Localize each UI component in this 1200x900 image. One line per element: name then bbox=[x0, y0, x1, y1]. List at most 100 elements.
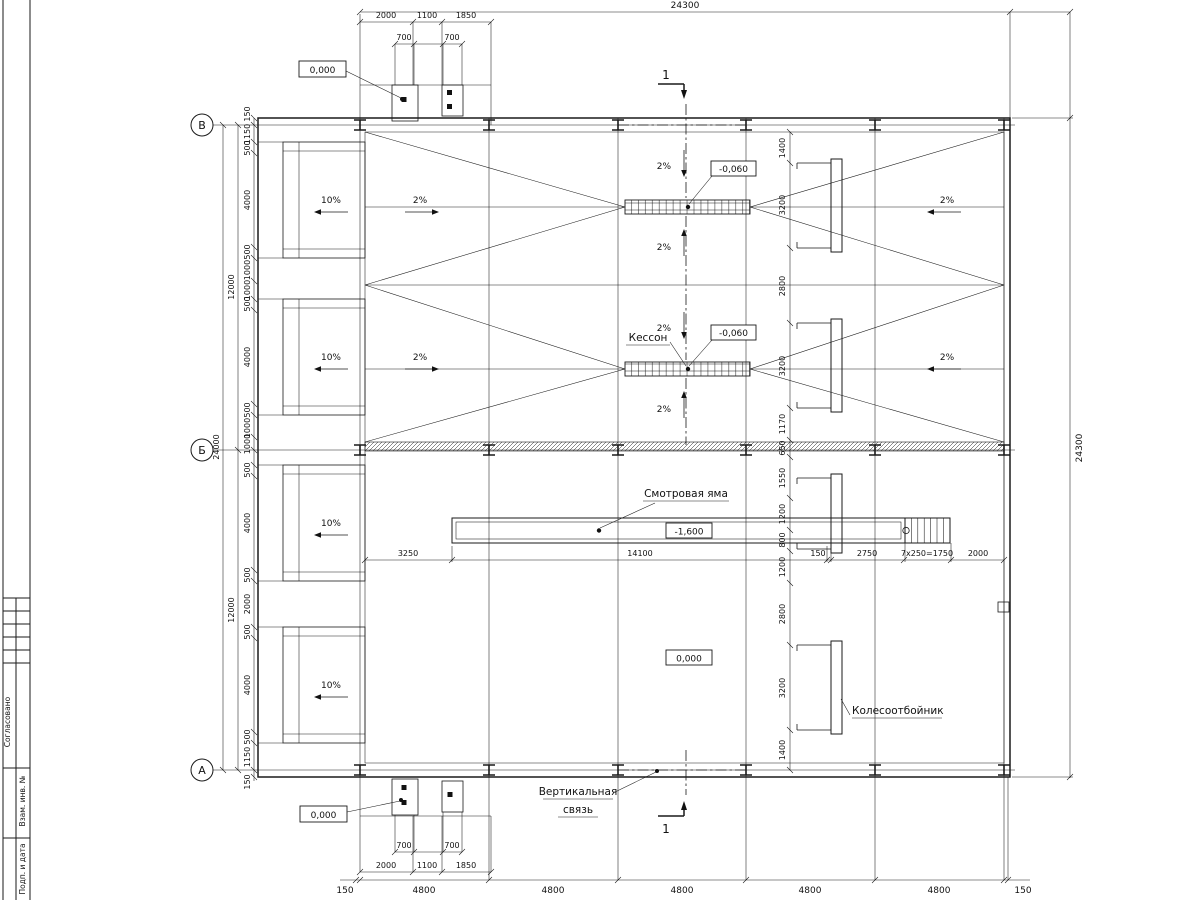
dim: 3200 bbox=[778, 195, 787, 215]
slope-2-label: 2% bbox=[657, 243, 672, 253]
callouts: Кессон Смотровая яма Вертикальная связь … bbox=[539, 332, 944, 818]
dim: 24300 bbox=[1075, 433, 1085, 462]
wheel-guard-1-arms bbox=[796, 162, 831, 249]
axis-bubble-b bbox=[190, 438, 214, 462]
dim: 500 bbox=[243, 567, 252, 582]
dim: 4000 bbox=[243, 347, 252, 367]
dim: 1150 bbox=[243, 747, 252, 767]
outer-wall bbox=[257, 117, 1011, 778]
dim: 1000 bbox=[243, 280, 252, 300]
pit-stairs bbox=[904, 517, 951, 544]
roof-slope-diagonals bbox=[364, 131, 1005, 443]
leader-point bbox=[399, 798, 403, 802]
vertical-brace-label-1: Вертикальная bbox=[539, 786, 618, 798]
vertical-brace-label-2: связь bbox=[563, 804, 593, 816]
titleblock-vzam: Взам. инв. № bbox=[18, 775, 27, 826]
dim: 800 bbox=[778, 532, 787, 547]
leader bbox=[688, 175, 713, 205]
dim: 1000 bbox=[243, 260, 252, 280]
dim: 700 bbox=[444, 33, 459, 42]
slope-2-label: 2% bbox=[940, 353, 955, 363]
anchor-bolt bbox=[447, 90, 452, 95]
anchor-bolt bbox=[401, 97, 407, 102]
dim: 1000 bbox=[243, 434, 252, 454]
dim: 3250 bbox=[398, 549, 418, 558]
dim: 700 bbox=[396, 841, 411, 850]
wheel-guard-3 bbox=[830, 473, 843, 554]
elev-zero-hall: 0,000 bbox=[676, 655, 702, 665]
bottom-base-detail: 0,000 bbox=[299, 778, 492, 872]
leader-point bbox=[400, 97, 404, 101]
inspection-pit bbox=[451, 517, 951, 544]
dims-right-chain: 1400 3200 2800 3200 1170 650 1550 1200 8… bbox=[778, 128, 794, 774]
frame-lines bbox=[2, 0, 31, 900]
slope-2-label: 2% bbox=[413, 353, 428, 363]
leader bbox=[345, 70, 402, 99]
dim: 4000 bbox=[243, 513, 252, 533]
elev-m1600: -1,600 bbox=[674, 528, 703, 538]
axis-label-a: А bbox=[198, 764, 206, 777]
dim: 24000 bbox=[212, 434, 221, 459]
dim: 1850 bbox=[456, 861, 476, 870]
section-number-bottom: 1 bbox=[662, 822, 670, 836]
axis-bubble-v bbox=[190, 113, 214, 137]
dim: 150 bbox=[810, 549, 825, 558]
dim: 14100 bbox=[627, 549, 652, 558]
pit-drain-circle bbox=[902, 526, 910, 535]
wheel-guard-label: Колесоотбойник bbox=[852, 705, 944, 717]
dim: 1550 bbox=[778, 468, 787, 488]
ramp-2 bbox=[282, 298, 366, 416]
dim: 4800 bbox=[671, 886, 694, 896]
dim: 500 bbox=[243, 244, 252, 259]
base-plate-1 bbox=[391, 778, 419, 816]
elev-m060: -0,060 bbox=[719, 329, 748, 339]
pit-leader bbox=[599, 500, 729, 529]
dim: 500 bbox=[243, 462, 252, 477]
caissons bbox=[624, 199, 751, 377]
dim: 700 bbox=[396, 33, 411, 42]
anchor-bolt bbox=[447, 792, 453, 797]
dim: 12000 bbox=[227, 597, 236, 622]
elev-zero-bottom: 0,000 bbox=[311, 811, 337, 821]
caisson-label: Кессон bbox=[629, 332, 668, 344]
dim: 150 bbox=[243, 106, 252, 121]
slope-10-label: 10% bbox=[321, 353, 341, 363]
titleblock-podp: Подп. и дата bbox=[18, 843, 27, 894]
dim: 1200 bbox=[778, 557, 787, 577]
ramp-1 bbox=[282, 141, 366, 259]
base-plate-2 bbox=[441, 780, 464, 813]
caisson-leader bbox=[626, 341, 687, 367]
caisson-2-point bbox=[685, 366, 691, 372]
slope-annotations: 10% 10% 10% 10% 2% 2% 2% 2% 2% 2% 2% 2% bbox=[314, 150, 961, 700]
dim: 1200 bbox=[778, 504, 787, 524]
ramp-2-lines bbox=[258, 298, 365, 416]
dim: 500 bbox=[243, 296, 252, 311]
dims-left: 150 1150 500 4000 500 1000 1000 500 4000… bbox=[212, 106, 258, 790]
wheel-guards bbox=[796, 158, 843, 735]
ramp-1-lines bbox=[258, 141, 365, 259]
dim: 500 bbox=[243, 140, 252, 155]
ramp-4 bbox=[282, 626, 366, 744]
caisson-1-point bbox=[685, 204, 691, 210]
slope-2-label: 2% bbox=[940, 196, 955, 206]
dims-right-overall: 24300 bbox=[1012, 12, 1085, 781]
sheet-frame: Согласовано Взам. инв. № Подп. и дата bbox=[2, 0, 31, 900]
ramp-4-lines bbox=[258, 626, 365, 744]
dim: 2800 bbox=[778, 276, 787, 296]
dim: 1850 bbox=[456, 11, 476, 20]
titleblock-agreed: Согласовано bbox=[3, 696, 12, 747]
anchor-bolt bbox=[447, 104, 452, 109]
section-arrow-down bbox=[681, 90, 687, 99]
slope-2-label: 2% bbox=[657, 162, 672, 172]
dim: 12000 bbox=[227, 274, 236, 299]
dims-pit: 3250 14100 150 2750 7х250=1750 2000 bbox=[361, 543, 1008, 564]
slope-10-label: 10% bbox=[321, 519, 341, 529]
dim: 4800 bbox=[542, 886, 565, 896]
dim: 1100 bbox=[417, 861, 437, 870]
dims-bottom: 150 4800 4800 4800 4800 4800 150 700 700… bbox=[336, 777, 1032, 896]
dim: 500 bbox=[243, 729, 252, 744]
brace-leader bbox=[543, 771, 657, 818]
base-plate-2 bbox=[441, 84, 464, 117]
dim: 650 bbox=[778, 440, 787, 455]
